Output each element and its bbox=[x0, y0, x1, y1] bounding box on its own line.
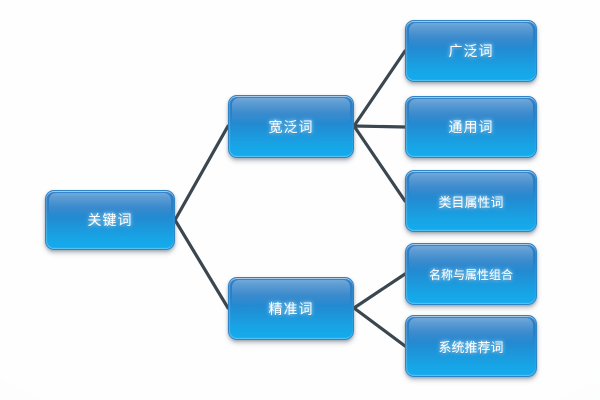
node-keyword[interactable]: 关键词 bbox=[45, 190, 175, 250]
edge-broad-general bbox=[352, 124, 407, 129]
node-precise-label: 精准词 bbox=[268, 301, 314, 318]
node-name-attr-combo[interactable]: 名称与属性组合 bbox=[405, 243, 537, 305]
node-category-attr[interactable]: 类目属性词 bbox=[405, 170, 537, 232]
node-broad-match-label: 广泛词 bbox=[448, 44, 494, 60]
node-general-label: 通用词 bbox=[448, 120, 494, 136]
node-broad-label: 宽泛词 bbox=[268, 119, 314, 136]
node-system-recommended-label: 系统推荐词 bbox=[438, 340, 504, 356]
node-keyword-label: 关键词 bbox=[87, 213, 133, 229]
edge-precise-name-combo bbox=[352, 272, 407, 310]
node-precise[interactable]: 精准词 bbox=[228, 277, 354, 340]
edge-broad-broad-match bbox=[352, 49, 407, 128]
node-broad[interactable]: 宽泛词 bbox=[228, 95, 354, 158]
edge-keyword-broad bbox=[173, 124, 230, 222]
edge-precise-system-rec bbox=[352, 306, 407, 348]
node-general[interactable]: 通用词 bbox=[405, 96, 537, 158]
node-system-recommended[interactable]: 系统推荐词 bbox=[405, 315, 537, 377]
edge-broad-category-attr bbox=[352, 124, 407, 203]
node-broad-match[interactable]: 广泛词 bbox=[405, 20, 537, 82]
edge-keyword-precise bbox=[173, 218, 230, 310]
node-name-attr-combo-label: 名称与属性组合 bbox=[428, 267, 513, 282]
node-category-attr-label: 类目属性词 bbox=[438, 195, 504, 211]
